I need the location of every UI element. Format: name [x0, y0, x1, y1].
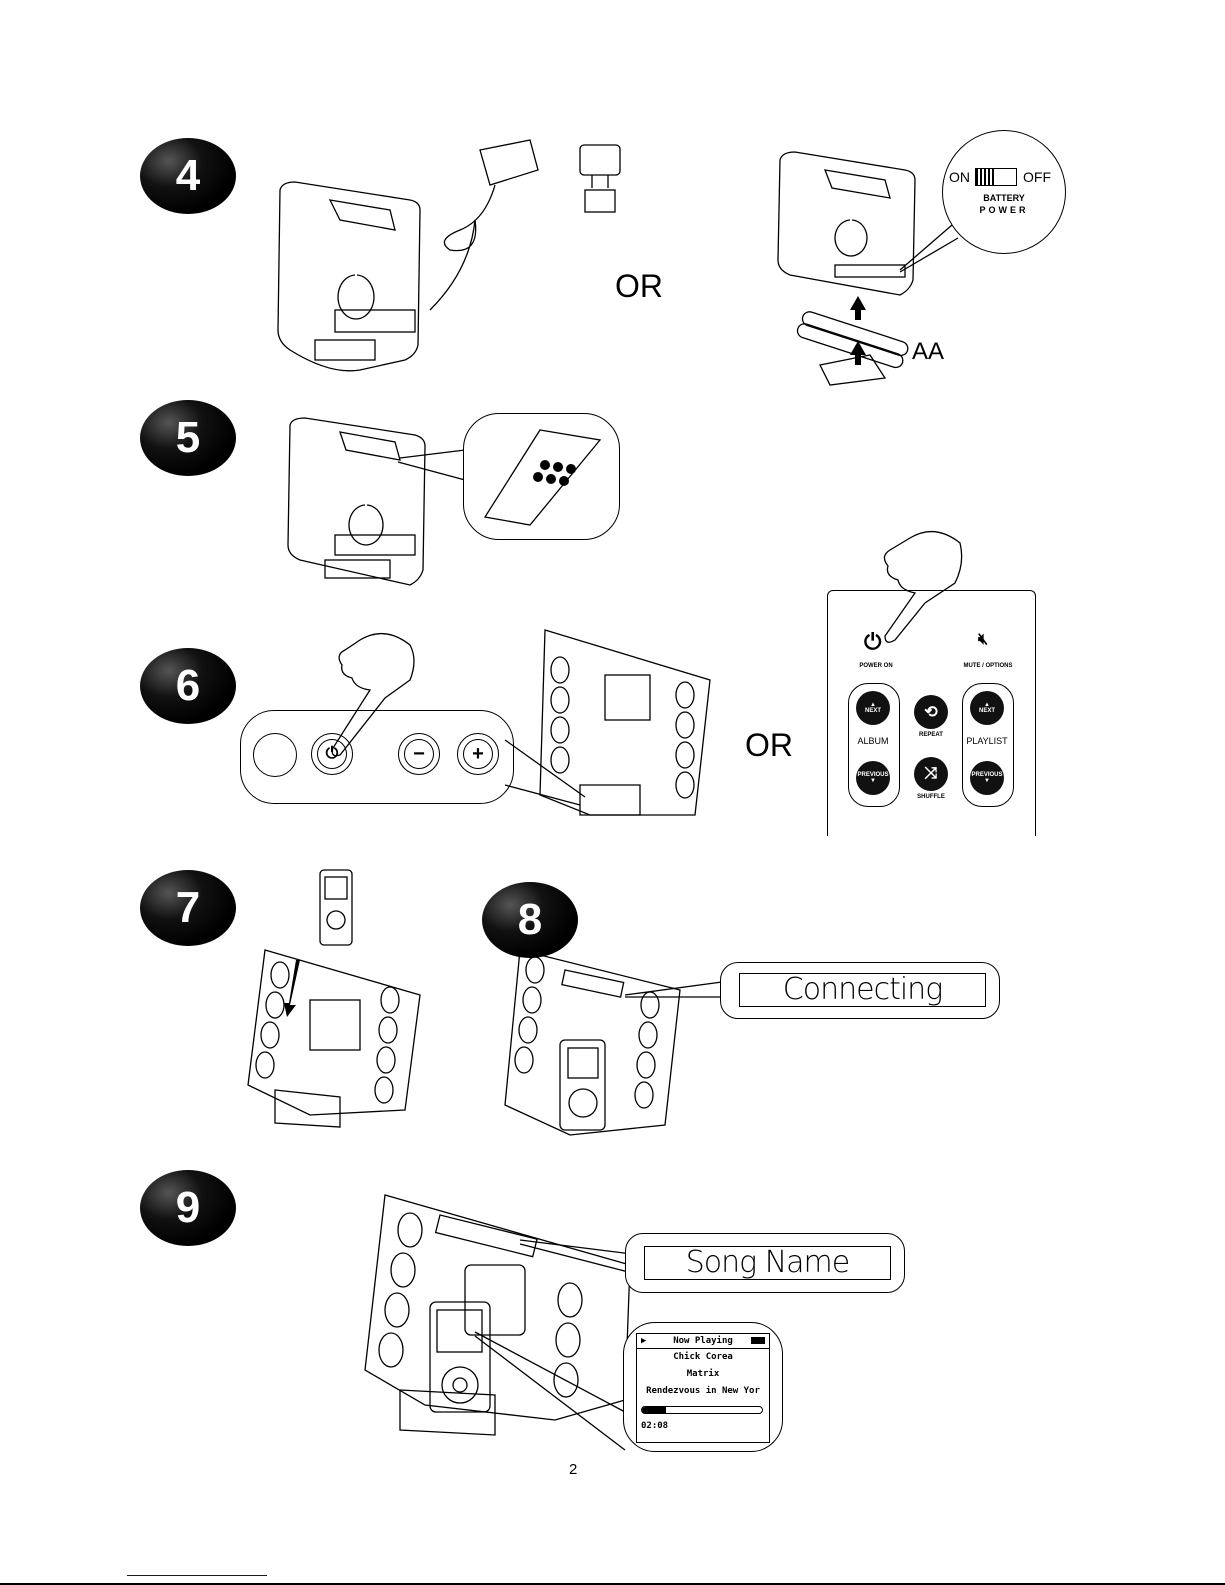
progress-fill [642, 1407, 666, 1413]
device-rear-illustration [280, 410, 440, 600]
battery-switch-callout: ON OFF BATTERY POWER [942, 130, 1066, 254]
step-badge-7: 7 [140, 870, 236, 946]
repeat-button[interactable]: ⟲ [914, 695, 948, 729]
speaker-dock-illustration [510, 625, 710, 825]
shuffle-button[interactable]: ⤨ [914, 757, 948, 791]
album-previous-button[interactable]: PREVIOUS▼ [856, 761, 890, 795]
battery-type-label: AA [912, 338, 944, 366]
battery-switch [975, 168, 1017, 186]
callout-pointer [900, 220, 960, 280]
repeat-icon: ⟲ [924, 702, 937, 722]
step-number: 8 [518, 895, 542, 945]
playlist-next-button[interactable]: ▲NEXT [970, 691, 1004, 725]
pointing-hand-icon [330, 630, 420, 760]
step-badge-6: 6 [140, 648, 236, 724]
playlist-previous-button[interactable]: PREVIOUS▼ [970, 761, 1004, 795]
off-label: OFF [1023, 169, 1051, 185]
battery-caption-1: BATTERY [943, 193, 1065, 203]
step-number: 6 [176, 661, 200, 711]
battery-caption-2: POWER [943, 205, 1065, 215]
ipod-playing-illustration [355, 1190, 645, 1450]
now-playing-label: Now Playing [637, 1334, 769, 1348]
device-rear-illustration [270, 170, 430, 380]
lcd-display: Song Name [644, 1246, 891, 1280]
display-callout: Song Name [625, 1233, 905, 1293]
display-text: Connecting [740, 974, 985, 1006]
ipod-header: ▶ Now Playing [637, 1334, 769, 1349]
step-badge-9: 9 [140, 1170, 236, 1246]
album-label: ALBUM [844, 736, 902, 746]
lcd-display: Connecting [739, 973, 986, 1007]
step-number: 5 [176, 413, 200, 463]
sensor-window [253, 733, 297, 777]
remote-control-illustration [480, 425, 610, 530]
display-callout: Connecting [720, 962, 1000, 1019]
artist-name: Chick Corea [637, 1352, 769, 1362]
mute-label: MUTE / OPTIONS [953, 663, 1023, 669]
elapsed-time: 02:08 [641, 1421, 668, 1431]
or-label: OR [615, 268, 663, 305]
battery-icon [751, 1337, 765, 1344]
pointing-hand-icon [870, 528, 970, 648]
playlist-label: PLAYLIST [954, 736, 1020, 746]
mute-icon: 🔇︎ [978, 631, 988, 649]
step-number: 7 [176, 883, 200, 933]
album-next-button[interactable]: ▲NEXT [856, 691, 890, 725]
volume-up-button[interactable]: + [457, 733, 499, 775]
next-label: NEXT [979, 708, 995, 714]
step-badge-4: 4 [140, 138, 236, 214]
album-name: Matrix [637, 1369, 769, 1379]
display-text: Song Name [645, 1247, 890, 1279]
step-number: 9 [176, 1183, 200, 1233]
ipod-docked-illustration [500, 945, 740, 1140]
shuffle-label: SHUFFLE [908, 794, 954, 800]
on-label: ON [949, 169, 970, 185]
ipod-screen: ▶ Now Playing Chick Corea Matrix Rendezv… [636, 1333, 770, 1443]
plus-icon: + [463, 739, 493, 769]
down-arrow-icon: ▼ [984, 778, 990, 784]
or-label: OR [745, 727, 793, 764]
shuffle-icon: ⤨ [925, 765, 938, 783]
ipod-screen-callout: ▶ Now Playing Chick Corea Matrix Rendezv… [623, 1322, 783, 1452]
progress-bar [641, 1406, 763, 1414]
down-arrow-icon: ▼ [870, 778, 876, 784]
page-number: 2 [569, 1461, 577, 1478]
step-badge-5: 5 [140, 400, 236, 476]
next-label: NEXT [865, 708, 881, 714]
power-adapter-illustration [420, 140, 640, 320]
ipod-dock-insert-illustration [240, 865, 430, 1130]
step-number: 4 [176, 151, 200, 201]
hyperlink-underline[interactable] [127, 1575, 267, 1576]
track-name: Rendezvous in New Yor [637, 1386, 769, 1396]
power-label: POWER ON [846, 663, 906, 669]
repeat-label: REPEAT [908, 732, 954, 738]
